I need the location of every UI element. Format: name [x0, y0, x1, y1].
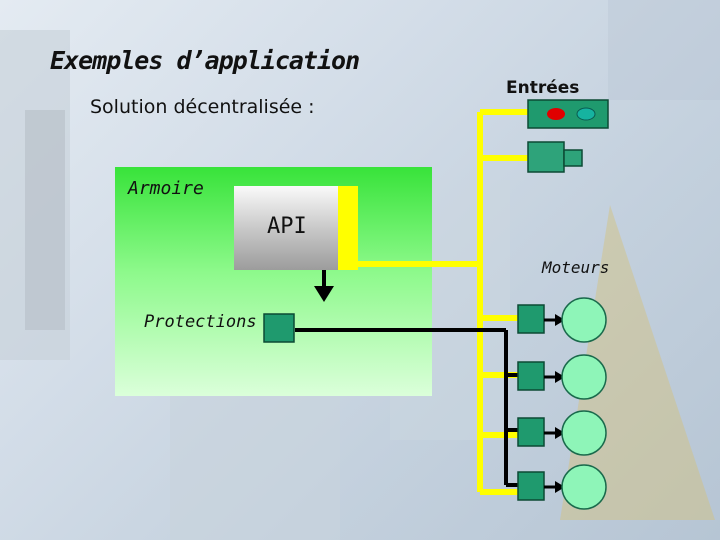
input-sensor-head	[564, 150, 582, 166]
motor-4	[562, 465, 606, 509]
motor-1	[562, 298, 606, 342]
motor-3	[562, 411, 606, 455]
slide-subtitle: Solution décentralisée :	[90, 96, 315, 118]
bus-api-connector	[338, 186, 358, 270]
label-moteurs: Moteurs	[542, 258, 609, 277]
motor-starter-3	[518, 418, 544, 446]
input-panel	[528, 100, 608, 128]
motor-starter-2	[518, 362, 544, 390]
input-led-red	[547, 108, 565, 120]
motor-starter-1	[518, 305, 544, 333]
input-sensor-body	[528, 142, 564, 172]
motor-starter-4	[518, 472, 544, 500]
slide-title: Exemples d’application	[50, 46, 359, 75]
input-led-teal	[577, 108, 595, 120]
motor-2	[562, 355, 606, 399]
protections-device	[264, 314, 294, 342]
api-arrow-head	[314, 286, 334, 302]
label-entrees: Entrées	[506, 78, 579, 98]
label-protections: Protections	[144, 312, 257, 332]
label-api: API	[267, 214, 307, 239]
label-armoire: Armoire	[128, 178, 204, 199]
